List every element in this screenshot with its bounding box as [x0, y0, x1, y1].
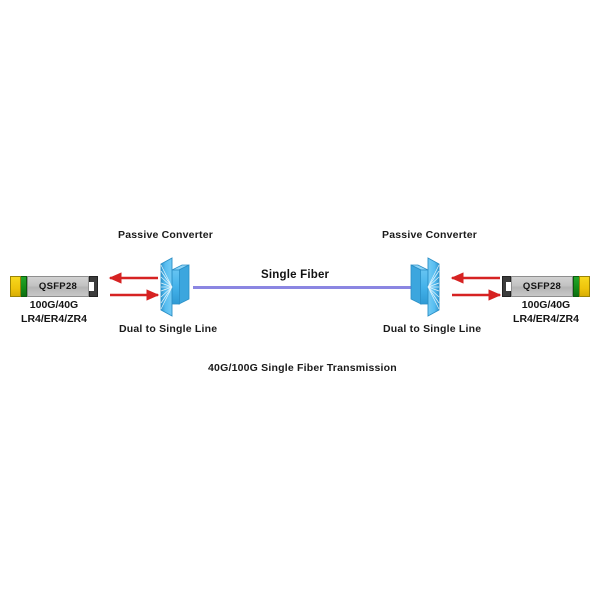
qsfp28-module-right[interactable]: QSFP28 [502, 276, 590, 297]
arrow-group-right [450, 272, 502, 301]
module-tab-green-left [21, 276, 27, 297]
module-body-right: QSFP28 [511, 276, 573, 297]
converter-left-box-front [171, 269, 180, 305]
converter-label-bottom-right: Dual to Single Line [383, 323, 482, 335]
converter-right-box-side [410, 264, 422, 305]
module-tab-yellow-right [579, 276, 590, 297]
module-caption-right: 100G/40G LR4/ER4/ZR4 [500, 298, 592, 326]
converter-label-top-right: Passive Converter [382, 229, 478, 241]
module-connector-bracket-right [502, 276, 511, 297]
module-tab-green-right [573, 276, 579, 297]
module-label-right: QSFP28 [522, 281, 562, 292]
module-caption-left-line1: 100G/40G [29, 299, 79, 311]
module-caption-left: 100G/40G LR4/ER4/ZR4 [8, 298, 100, 326]
converter-label-top-left: Passive Converter [118, 229, 214, 241]
arrow-group-left [108, 272, 160, 301]
converter-left-radiating-lines [160, 264, 173, 310]
converter-left-box-side [178, 264, 190, 305]
converter-left-cone [160, 257, 173, 317]
module-caption-left-line2: LR4/ER4/ZR4 [21, 313, 87, 325]
converter-right-radiating-lines [427, 264, 440, 310]
converter-left-box-top [171, 264, 190, 271]
single-fiber-link [193, 286, 416, 289]
single-fiber-label: Single Fiber [261, 269, 330, 281]
converter-label-bottom-left: Dual to Single Line [119, 323, 218, 335]
diagram-caption: 40G/100G Single Fiber Transmission [208, 362, 397, 374]
module-caption-right-line1: 100G/40G [521, 299, 571, 311]
module-body-left: QSFP28 [27, 276, 89, 297]
converter-right-box-top [410, 264, 429, 271]
passive-converter-left[interactable] [160, 257, 190, 317]
module-label-left: QSFP28 [38, 281, 78, 292]
converter-right-box-front [420, 269, 429, 305]
converter-right-cone [427, 257, 440, 317]
qsfp28-module-left[interactable]: QSFP28 [10, 276, 98, 297]
module-caption-right-line2: LR4/ER4/ZR4 [513, 313, 579, 325]
module-connector-bracket-left [89, 276, 98, 297]
module-tab-yellow-left [10, 276, 21, 297]
